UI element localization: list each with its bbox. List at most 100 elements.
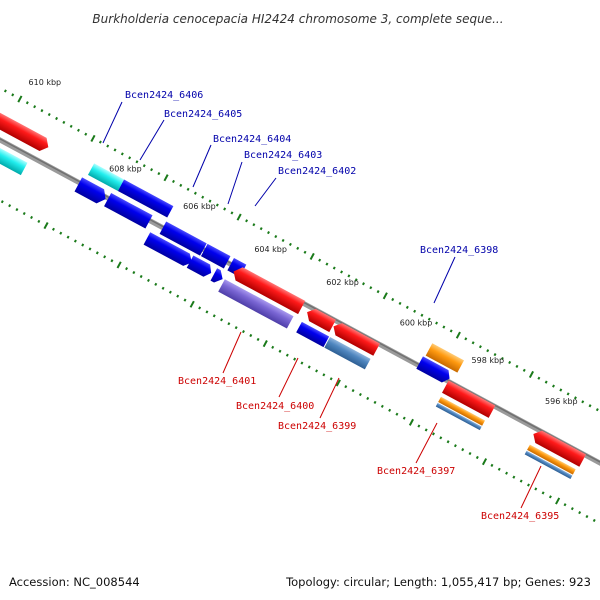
tick-minor	[281, 238, 285, 243]
tick-label: 608 kbp	[109, 164, 142, 173]
tick-minor	[172, 179, 175, 184]
gene-label[interactable]: Bcen2424_6397	[377, 466, 455, 477]
gene-arrow-purple[interactable]	[218, 279, 294, 329]
tick-minor	[588, 404, 592, 408]
tick-minor	[120, 152, 124, 156]
tick-minor	[515, 364, 519, 368]
tick-minor	[47, 112, 51, 117]
tick-major	[90, 134, 96, 142]
gene-arrow-blue[interactable]	[210, 268, 226, 285]
gene-label[interactable]: Bcen2424_6403	[244, 150, 322, 161]
tick-minor	[497, 467, 501, 471]
accession-text: Accession: NC_008544	[9, 575, 140, 589]
tick-minor	[373, 400, 377, 404]
gene-arrow-red[interactable]	[304, 306, 336, 333]
gene-label[interactable]: Bcen2424_6395	[481, 511, 559, 522]
tick-minor	[22, 211, 26, 216]
tick-minor	[527, 483, 530, 487]
tick-minor	[398, 301, 402, 306]
gene-label[interactable]: Bcen2424_6405	[164, 109, 242, 120]
gene-arrow-blue[interactable]	[117, 179, 174, 218]
tick-minor	[201, 195, 205, 199]
tick-minor	[468, 451, 472, 456]
gene-arrow-red[interactable]	[441, 380, 496, 418]
tick-minor	[249, 333, 253, 338]
tick-minor	[315, 369, 319, 373]
tick-major	[236, 213, 242, 221]
gene-label[interactable]: Bcen2424_6404	[213, 134, 291, 145]
tick-minor	[15, 208, 19, 212]
tick-major	[455, 331, 461, 339]
gene-arrow-blue[interactable]	[416, 356, 453, 384]
gene-arrow-blue[interactable]	[159, 221, 207, 256]
tick-minor	[541, 491, 545, 495]
leader-line	[227, 161, 243, 205]
tick-minor	[179, 183, 183, 187]
gene-arrow-blue[interactable]	[74, 177, 110, 206]
tick-minor	[548, 495, 552, 499]
tick-major	[555, 497, 561, 505]
tick-minor	[578, 511, 582, 515]
gene-arrow-blue[interactable]	[296, 321, 330, 348]
tick-minor	[427, 317, 431, 321]
tick-minor	[486, 349, 490, 353]
gene-arrow-cyan[interactable]	[0, 122, 28, 176]
tick-labels: 610 kbp 608 kbp 606 kbp 604 kbp 602 kbp …	[29, 78, 578, 406]
tick-minor	[223, 207, 227, 211]
gene-label[interactable]: Bcen2424_6399	[278, 421, 356, 432]
leader-line	[192, 144, 212, 188]
tick-minor	[512, 475, 516, 479]
gene-arrow-orange[interactable]	[527, 444, 576, 475]
tick-minor	[344, 385, 348, 389]
tick-minor	[193, 191, 197, 195]
tick-minor	[376, 290, 380, 294]
gene-arrow-blue[interactable]	[104, 193, 153, 229]
sequence-track: 610 kbp 608 kbp 606 kbp 604 kbp 602 kbp …	[0, 78, 600, 523]
gene-label[interactable]: Bcen2424_6400	[236, 401, 314, 412]
tick-minor	[500, 356, 504, 361]
gene-arrow-orange[interactable]	[425, 343, 465, 373]
tick-minor	[215, 203, 219, 207]
gene-arrow-cyan[interactable]	[87, 163, 125, 191]
tick-minor	[3, 89, 7, 93]
leader-line	[433, 256, 456, 304]
gene-arrow-blue[interactable]	[143, 232, 196, 269]
tick-minor	[358, 392, 362, 397]
gene-arrow-red[interactable]	[530, 428, 586, 467]
leader-line	[415, 422, 438, 464]
tick-minor	[113, 148, 117, 152]
gene-label[interactable]: Bcen2424_6398	[420, 245, 498, 256]
gene-arrow-red[interactable]	[0, 95, 52, 154]
gene-label[interactable]: Bcen2424_6406	[125, 90, 203, 101]
gene-arrow-red[interactable]	[330, 320, 380, 356]
tick-minor	[303, 250, 307, 254]
gene-arrow-red[interactable]	[230, 264, 306, 315]
gene-label[interactable]: Bcen2424_6402	[278, 166, 356, 177]
tick-minor	[380, 404, 384, 408]
tick-minor	[220, 318, 224, 322]
tick-minor	[33, 105, 37, 109]
tick-minor	[198, 306, 202, 310]
tick-minor	[402, 416, 406, 420]
tick-minor	[362, 282, 365, 286]
tick-major	[481, 458, 488, 466]
tick-minor	[125, 267, 129, 271]
tick-minor	[278, 349, 282, 353]
tick-minor	[103, 255, 107, 259]
tick-minor	[66, 235, 70, 239]
gene-arrow-steel[interactable]	[324, 337, 371, 370]
tick-minor	[369, 286, 373, 290]
tick-minor	[322, 373, 326, 377]
gene-arrow-orange[interactable]	[438, 396, 486, 426]
gene-label[interactable]: Bcen2424_6401	[178, 376, 256, 387]
gene-arrow-steel[interactable]	[524, 450, 573, 479]
gene-arrow-blue[interactable]	[186, 255, 215, 279]
tick-minor	[146, 278, 150, 282]
tick-minor	[566, 392, 570, 396]
tick-minor	[581, 400, 585, 404]
gene-arrow-steel[interactable]	[435, 402, 482, 431]
tick-minor	[537, 376, 541, 380]
gene-arrow-blue[interactable]	[200, 243, 231, 269]
leader-line	[254, 177, 277, 207]
tick-minor	[110, 259, 114, 263]
